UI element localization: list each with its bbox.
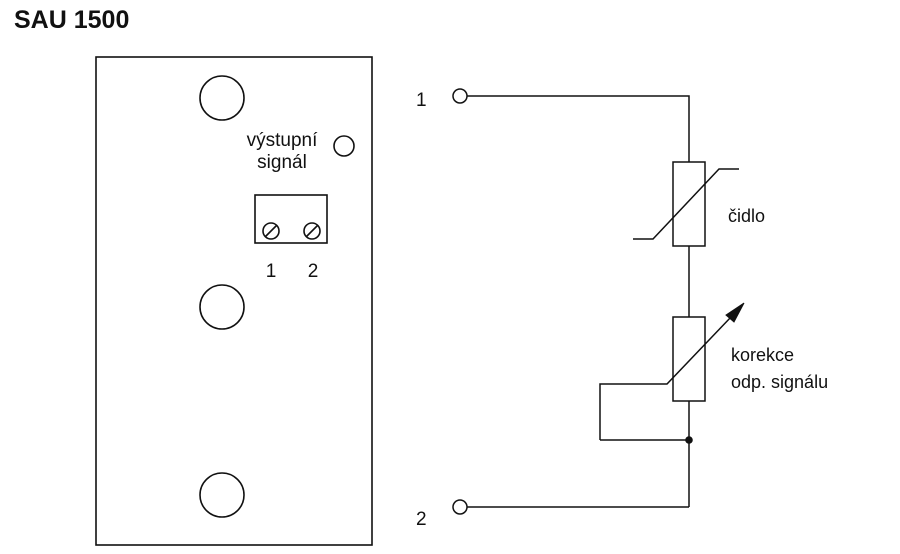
- device-panel: výstupní signál 1 2: [95, 56, 373, 546]
- correction-resistor: [672, 316, 706, 402]
- sensor-nonlinear-mark: [633, 168, 739, 240]
- sensor-label: čidlo: [728, 206, 765, 226]
- output-signal-label-line1: výstupní: [247, 130, 318, 151]
- terminal-block: [254, 194, 328, 244]
- correction-wiper-line: [599, 316, 732, 440]
- mounting-hole-top: [199, 75, 245, 121]
- mounting-hole-bottom: [199, 472, 245, 518]
- wire-1: [467, 95, 690, 162]
- output-signal-indicator: [333, 135, 355, 157]
- correction-label-line1: korekce: [731, 345, 794, 365]
- input-terminal-label-1: 1: [416, 90, 427, 111]
- input-terminal-2: [452, 499, 468, 515]
- terminal-block-outline: [254, 194, 328, 244]
- terminal-label-2: 2: [308, 261, 319, 282]
- output-signal-label-line2: signál: [257, 152, 307, 173]
- diagram-title: SAU 1500: [14, 6, 129, 34]
- sensor-resistor: [672, 161, 706, 247]
- terminal-screw-1: [262, 222, 280, 240]
- panel-outline: [95, 56, 373, 546]
- mounting-hole-middle: [199, 284, 245, 330]
- circuit-schematic: 1 čidlo korekce odp. signálu 2: [416, 88, 828, 530]
- correction-label-line2: odp. signálu: [731, 372, 828, 392]
- junction-dot: [685, 436, 693, 444]
- terminal-screw-2: [303, 222, 321, 240]
- correction-arrow-icon: [725, 302, 745, 323]
- input-terminal-label-2: 2: [416, 509, 427, 530]
- terminal-label-1: 1: [266, 261, 277, 282]
- input-terminal-1: [452, 88, 468, 104]
